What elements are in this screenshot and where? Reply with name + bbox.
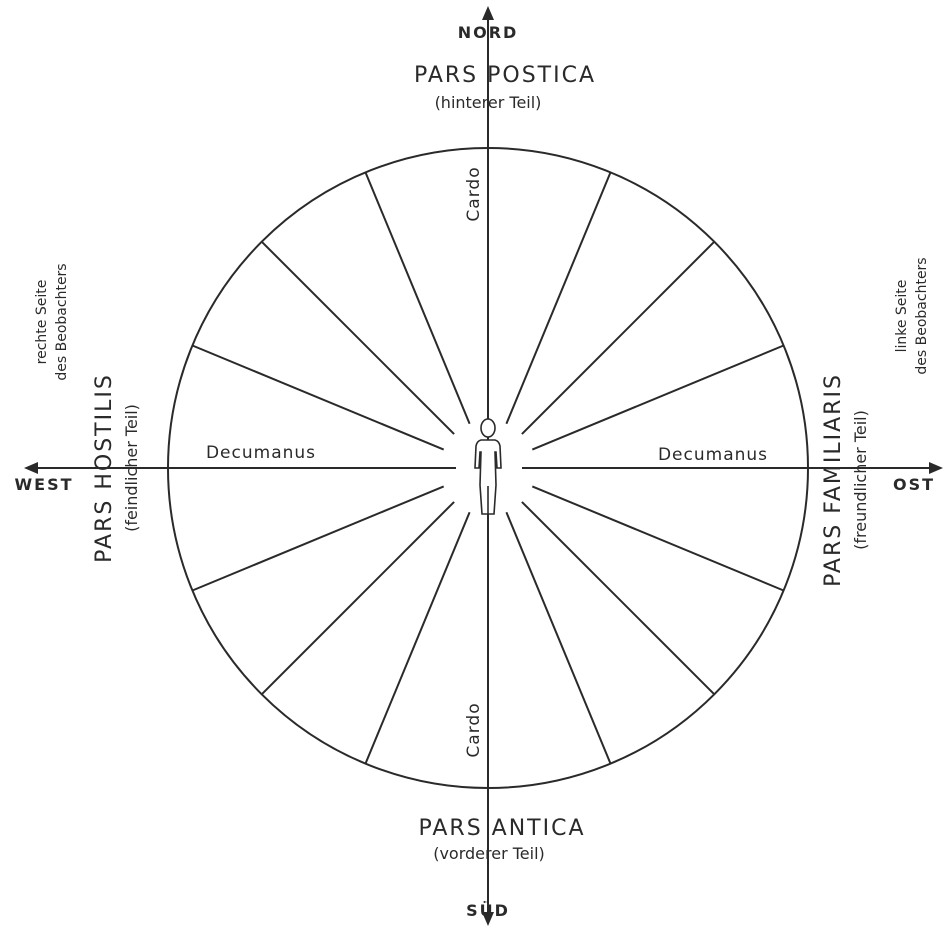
decumanus-label-east: Decumanus (658, 445, 768, 465)
east-arrow-icon (929, 462, 943, 474)
pars-antica-title: PARS ANTICA (419, 816, 586, 841)
sector-line (521, 240, 716, 435)
east-label: OST (893, 475, 935, 494)
pars-postica-subtitle: (hinterer Teil) (435, 93, 542, 112)
cardo-label-south: Cardo (464, 702, 484, 757)
sector-lines (192, 172, 784, 764)
sector-line (364, 511, 471, 764)
sector-line (192, 344, 445, 451)
south-label: SÜD (466, 901, 510, 920)
pars-hostilis-title: PARS HOSTILIS (92, 373, 117, 563)
sector-line (531, 485, 784, 592)
sector-line (505, 172, 612, 425)
sector-line (260, 240, 455, 435)
right-observer-side-line2: des Beobachters (914, 257, 930, 374)
pars-familiaris-subtitle: (freundlicher Teil) (851, 410, 870, 550)
cardo-label-north: Cardo (464, 166, 484, 221)
left-observer-side-line2: des Beobachters (54, 263, 70, 380)
sector-line (192, 485, 445, 592)
pars-antica-subtitle: (vorderer Teil) (433, 844, 545, 863)
pars-postica-title: PARS POSTICA (414, 63, 596, 88)
sector-line (505, 511, 612, 764)
sector-line (364, 172, 471, 425)
west-label: WEST (14, 475, 73, 494)
west-arrow-icon (24, 462, 38, 474)
north-arrow-icon (482, 6, 494, 20)
decumanus-label-west: Decumanus (206, 443, 316, 463)
sector-line (521, 501, 716, 696)
observer-figure-icon (474, 418, 502, 515)
north-label: NORD (458, 23, 519, 42)
left-observer-side-line1: rechte Seite (34, 280, 50, 365)
sector-line (531, 344, 784, 451)
pars-hostilis-subtitle: (feindlicher Teil) (122, 404, 141, 532)
pars-familiaris-title: PARS FAMILIARIS (821, 373, 846, 587)
right-observer-side-line1: linke Seite (894, 280, 910, 353)
south-arrow-icon (482, 912, 494, 926)
sector-line (260, 501, 455, 696)
